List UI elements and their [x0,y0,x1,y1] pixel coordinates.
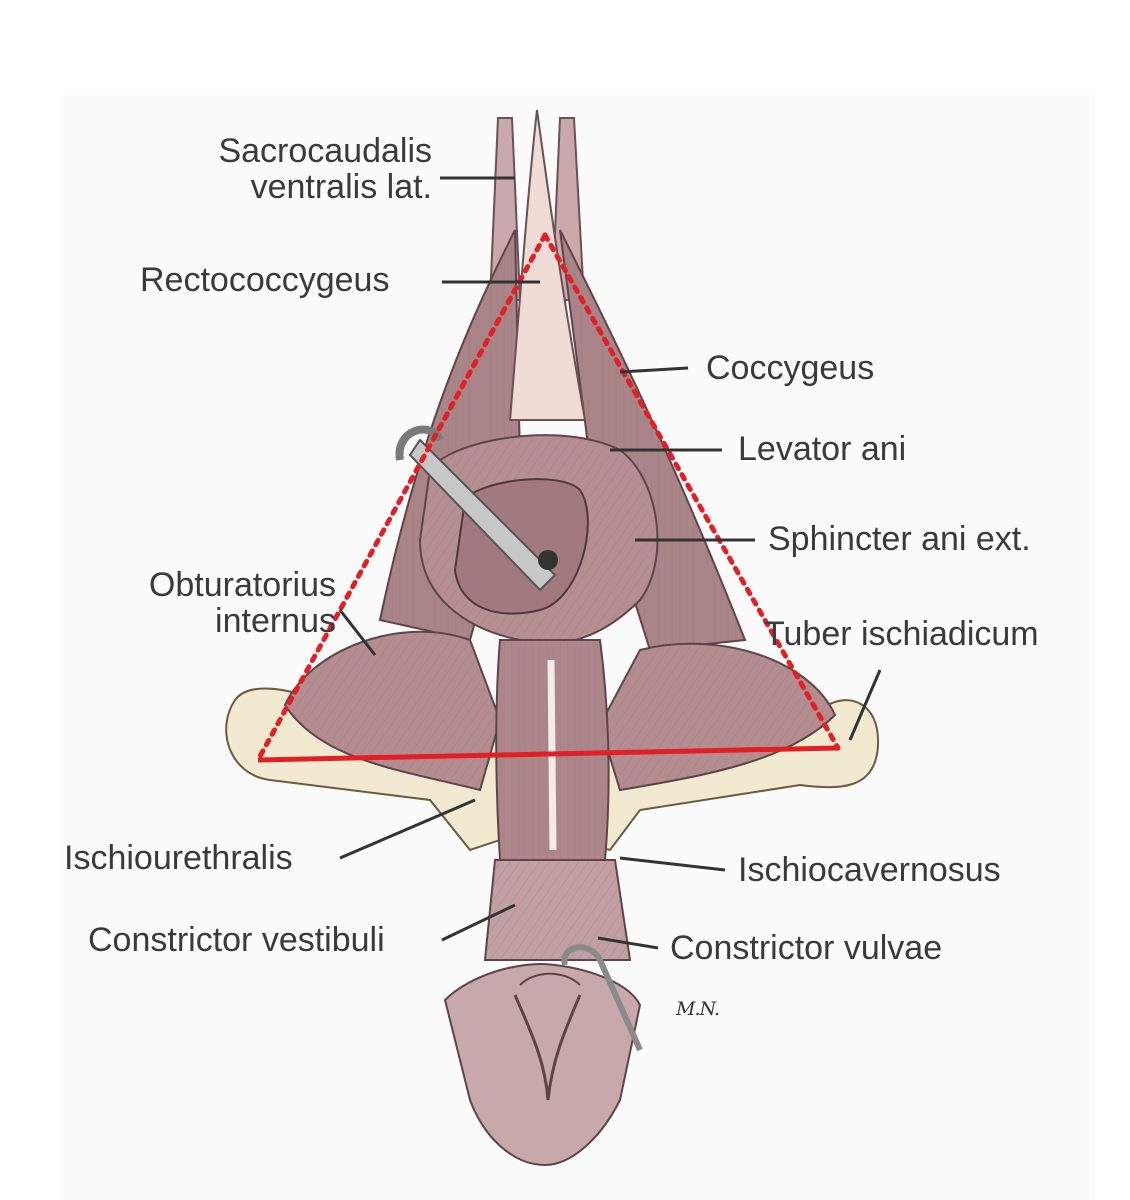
label-rectococcygeus: Rectococcygeus [140,261,390,299]
label-ischiocavernosus: Ischiocavernosus [738,851,1001,889]
label-sacrocaudalis-line1: Sacrocaudalis [218,132,432,170]
artist-signature: M.N. [676,998,720,1020]
leader-ischiocavernosus [619,856,726,872]
leader-coccygeus [619,366,689,374]
leader-lines [338,176,882,950]
label-constrictor-vestibuli: Constrictor vestibuli [88,921,385,959]
label-constrictor-vulvae: Constrictor vulvae [670,929,943,967]
label-tuber-ischiadicum: Tuber ischiadicum [764,615,1039,653]
label-obturatorius-line1: Obturatorius [148,566,336,604]
leader-ischiourethralis [339,798,476,860]
label-obturatorius-line2: internus [215,602,336,640]
perineal-triangle [255,232,841,763]
leader-constrictor-vulvae [597,936,659,950]
label-sphincter-ani-ext: Sphincter ani ext. [768,520,1031,558]
label-obturatorius-internus: Obturatorius internus [100,567,336,639]
label-coccygeus: Coccygeus [706,349,875,387]
leader-constrictor-vestibuli [441,903,516,942]
label-ischiourethralis: Ischiourethralis [64,839,293,877]
label-sacrocaudalis-line2: ventralis lat. [250,168,432,206]
label-levator-ani: Levator ani [738,430,907,468]
leader-tuber [848,669,882,741]
label-sacrocaudalis: Sacrocaudalis ventralis lat. [150,133,432,205]
retractor-hook-bottom [561,944,643,1052]
leader-obturatorius [338,609,377,656]
rectococcygeus-muscle [508,109,587,421]
